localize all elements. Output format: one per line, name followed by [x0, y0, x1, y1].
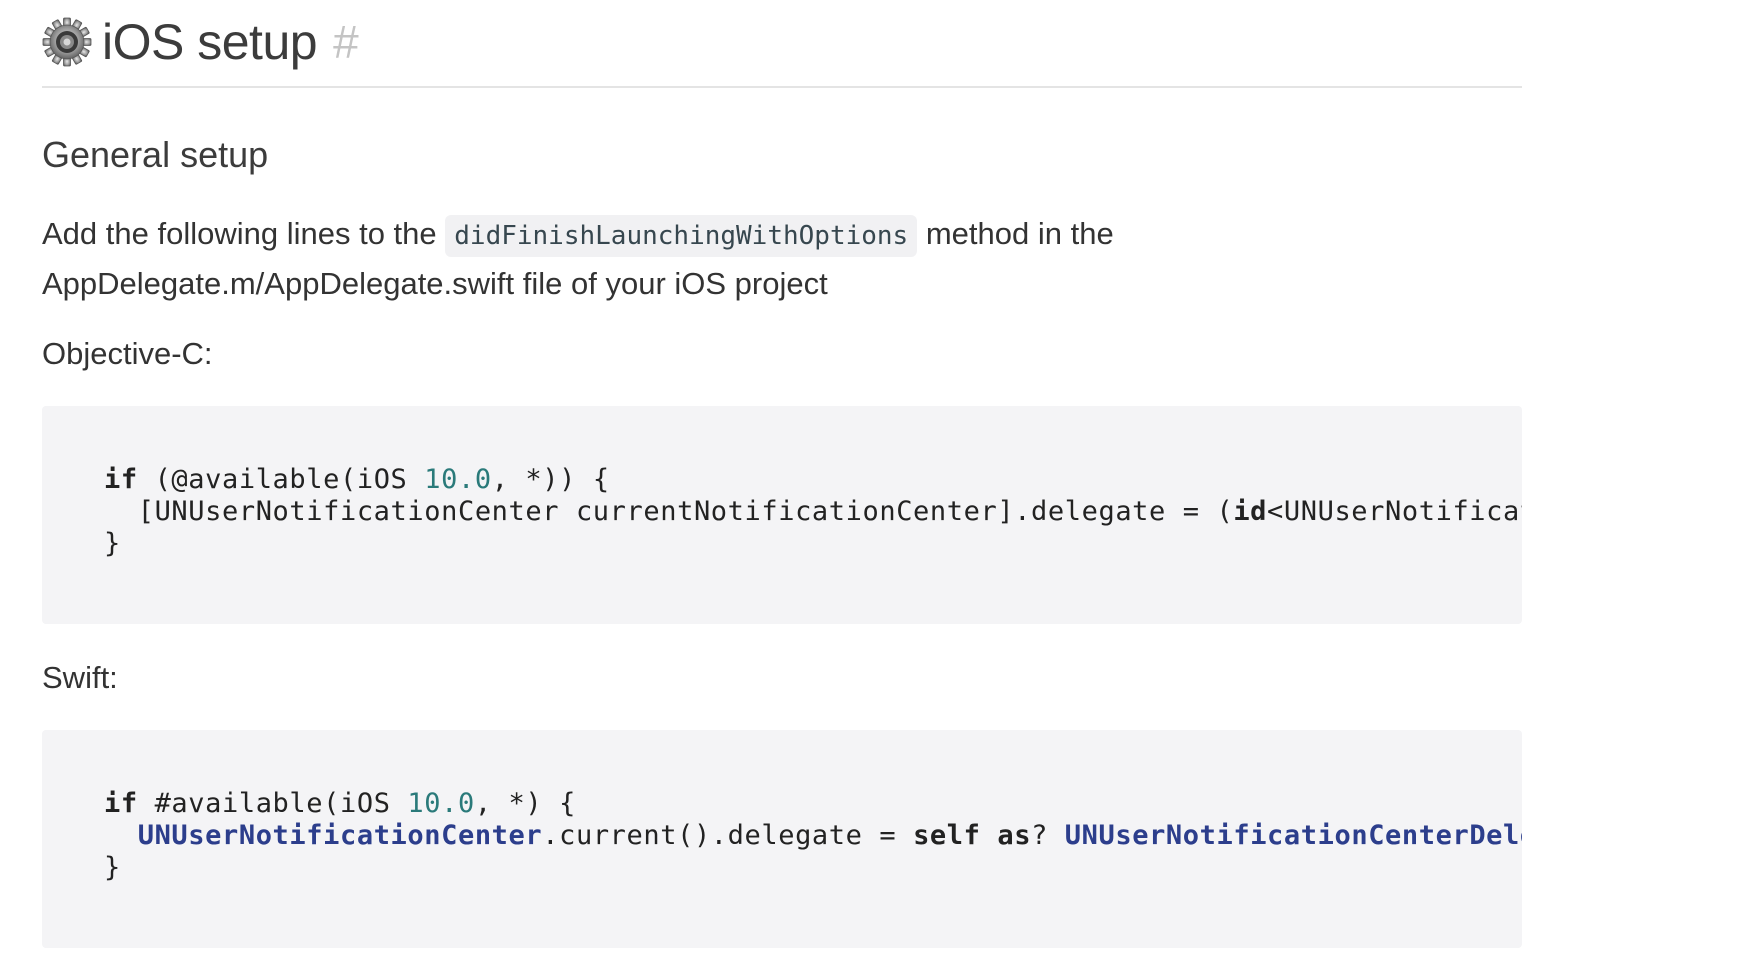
swift-code: if #available(iOS 10.0, *) { UNUserNotif…: [104, 788, 1522, 884]
code-number: 10.0: [407, 788, 475, 819]
code-text: }: [104, 852, 121, 883]
code-type: UNUserNotificationCenter: [137, 820, 543, 851]
page-title-row: iOS setup #: [42, 10, 359, 74]
code-keyword: if: [104, 464, 138, 495]
page-title: iOS setup: [102, 14, 318, 70]
intro-text-after: method in the AppDelegate.m/AppDelegate.…: [42, 216, 1114, 301]
code-text: <UNUserNotificationCenterDelegate>) self…: [1267, 496, 1522, 527]
code-keyword: id: [1233, 496, 1268, 527]
code-keyword: as: [997, 820, 1032, 851]
objc-code-block[interactable]: if (@available(iOS 10.0, *)) { [UNUserNo…: [42, 406, 1522, 624]
code-text: .current().delegate =: [542, 820, 914, 851]
code-text: ?: [1031, 820, 1065, 851]
swift-label: Swift:: [42, 660, 118, 695]
code-keyword: self: [913, 820, 981, 851]
inline-code-method: didFinishLaunchingWithOptions: [445, 215, 918, 257]
code-text: (@available(iOS: [137, 464, 425, 495]
title-divider: [42, 86, 1522, 88]
heading-anchor-link[interactable]: #: [333, 16, 359, 68]
swift-code-block[interactable]: if #available(iOS 10.0, *) { UNUserNotif…: [42, 730, 1522, 948]
objc-label: Objective-C:: [42, 336, 213, 371]
gear-icon: [42, 17, 92, 67]
code-keyword: if: [104, 788, 138, 819]
code-text: [UNUserNotificationCenter currentNotific…: [104, 496, 1234, 527]
code-number: 10.0: [424, 464, 492, 495]
intro-paragraph: Add the following lines to the didFinish…: [42, 210, 1242, 308]
code-text: #available(iOS: [137, 788, 408, 819]
code-type: UNUserNotificationCenterDelegate: [1064, 820, 1522, 851]
code-text: , *)) {: [491, 464, 610, 495]
code-text: , *) {: [474, 788, 576, 819]
code-text: }: [104, 528, 121, 559]
objc-code: if (@available(iOS 10.0, *)) { [UNUserNo…: [104, 464, 1522, 560]
section-heading: General setup: [42, 134, 269, 175]
intro-text-before: Add the following lines to the: [42, 216, 446, 251]
